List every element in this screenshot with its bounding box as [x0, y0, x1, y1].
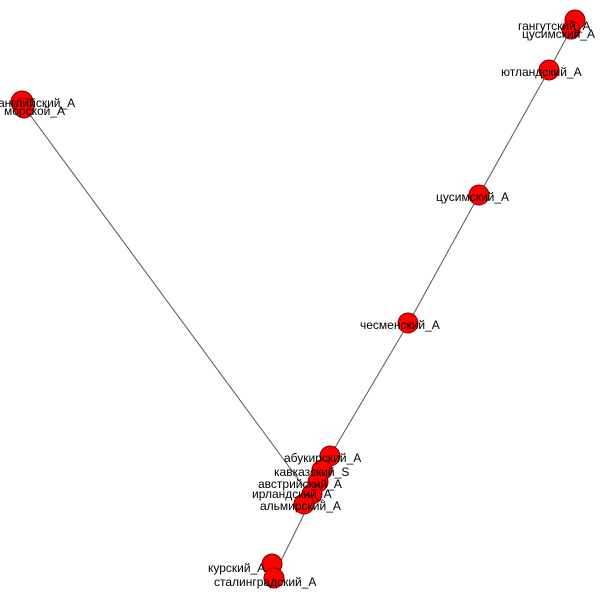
node-label: ирландский_A [252, 487, 332, 501]
edge-topleft-hub [21, 103, 313, 499]
cluster-hub: абукирский_A кавказский_S австрийский_A … [252, 445, 361, 515]
node-label: ютландский_A [501, 65, 582, 79]
node[interactable] [468, 184, 490, 206]
node-label: английский_A [0, 96, 75, 110]
node-tsushima: цусимский_A [436, 184, 509, 206]
node-label: морской_A [4, 104, 65, 118]
node-label: альмирский_A [260, 499, 341, 513]
node[interactable] [263, 567, 285, 589]
node-label: сталинградский_A [214, 575, 316, 589]
node-label: цусимский_A [436, 190, 509, 204]
node[interactable] [538, 59, 560, 81]
node[interactable] [13, 97, 35, 119]
node-chesme: чесменский_A [360, 312, 440, 334]
node-label: кавказский_S [274, 465, 349, 479]
node-label: гангутский_A [518, 19, 591, 33]
node[interactable] [561, 20, 581, 40]
node-label: чесменский_A [360, 318, 440, 332]
node-label: цусимский_A [522, 27, 595, 41]
edge-tsushima-jutland [478, 69, 550, 196]
node[interactable] [397, 312, 419, 334]
node[interactable] [293, 493, 315, 515]
cluster-bottom: курский_A сталинградский_A [208, 553, 316, 589]
node-label: курский_A [208, 561, 265, 575]
node-label: абукирский_A [284, 451, 361, 465]
node-jutland: ютландский_A [501, 59, 582, 81]
node-label: австрийский_A [258, 477, 342, 491]
cluster-top-right: гангутский_A цусимский_A [518, 9, 595, 41]
edge-hub-chesme [329, 323, 409, 457]
cluster-top-left: английский_A морской_A [0, 90, 75, 119]
edge-chesme-tsushima [407, 194, 480, 325]
